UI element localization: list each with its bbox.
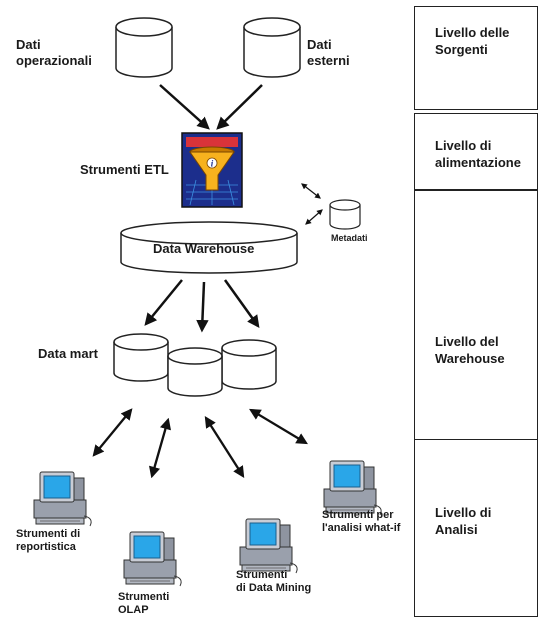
arrow-mart-olap bbox=[148, 417, 172, 479]
arrow-mart-whatif bbox=[249, 408, 308, 445]
data-mart-label: Data mart bbox=[38, 346, 98, 361]
arrow-warehouse-to-mart-2 bbox=[196, 281, 209, 333]
arrow-warehouse-to-mart-3 bbox=[223, 279, 260, 329]
level-sources-label: Livello delle Sorgenti bbox=[435, 25, 510, 57]
etl-tools-label: Strumenti ETL bbox=[80, 162, 169, 177]
datamining-tools-label: Strumenti di Data Mining bbox=[236, 569, 312, 594]
operational-data-db-icon bbox=[115, 17, 173, 78]
arrow-external-to-etl bbox=[216, 84, 263, 130]
arrow-warehouse-to-mart-1 bbox=[144, 279, 183, 326]
level-analysis-label: Livello di Analisi bbox=[435, 505, 492, 537]
datamining-computer-icon bbox=[239, 518, 298, 574]
data-mart-cylinder-3 bbox=[221, 339, 277, 390]
reporting-computer-icon bbox=[33, 471, 92, 527]
operational-data-label: Dati operazionali bbox=[16, 37, 92, 68]
data-mart-cylinder-2 bbox=[167, 347, 223, 397]
arrow-mart-reporting bbox=[92, 408, 133, 457]
whatif-tools-label: Strumenti per l'analisi what-if bbox=[322, 509, 401, 534]
external-data-db-icon bbox=[243, 17, 301, 78]
metadata-label: Metadati bbox=[331, 233, 368, 243]
data-mart-cylinder-1 bbox=[113, 333, 169, 382]
olap-computer-icon bbox=[123, 531, 182, 587]
level-warehouse-box: Livello del Warehouse bbox=[414, 190, 538, 440]
level-sources-box: Livello delle Sorgenti bbox=[414, 6, 538, 110]
arrow-warehouse-metadata bbox=[305, 209, 323, 225]
arrow-etl-metadata bbox=[301, 183, 321, 199]
olap-tools-label: Strumenti OLAP bbox=[118, 591, 170, 616]
metadata-db-icon bbox=[329, 199, 361, 230]
arrow-mart-datamining bbox=[204, 416, 245, 478]
svg-text:i: i bbox=[211, 159, 214, 169]
level-feeding-box: Livello di alimentazione bbox=[414, 113, 538, 190]
data-warehouse-cylinder-icon bbox=[120, 221, 298, 274]
etl-funnel-icon: i bbox=[181, 132, 243, 208]
level-feeding-label: Livello di alimentazione bbox=[435, 138, 521, 170]
external-data-label: Dati esterni bbox=[307, 37, 350, 68]
level-analysis-box: Livello di Analisi bbox=[414, 439, 538, 617]
data-warehouse-label: Data Warehouse bbox=[153, 241, 255, 256]
arrow-operational-to-etl bbox=[159, 84, 210, 130]
level-warehouse-label: Livello del Warehouse bbox=[435, 334, 505, 366]
reporting-tools-label: Strumenti di reportistica bbox=[16, 528, 81, 553]
whatif-computer-icon bbox=[323, 460, 382, 516]
